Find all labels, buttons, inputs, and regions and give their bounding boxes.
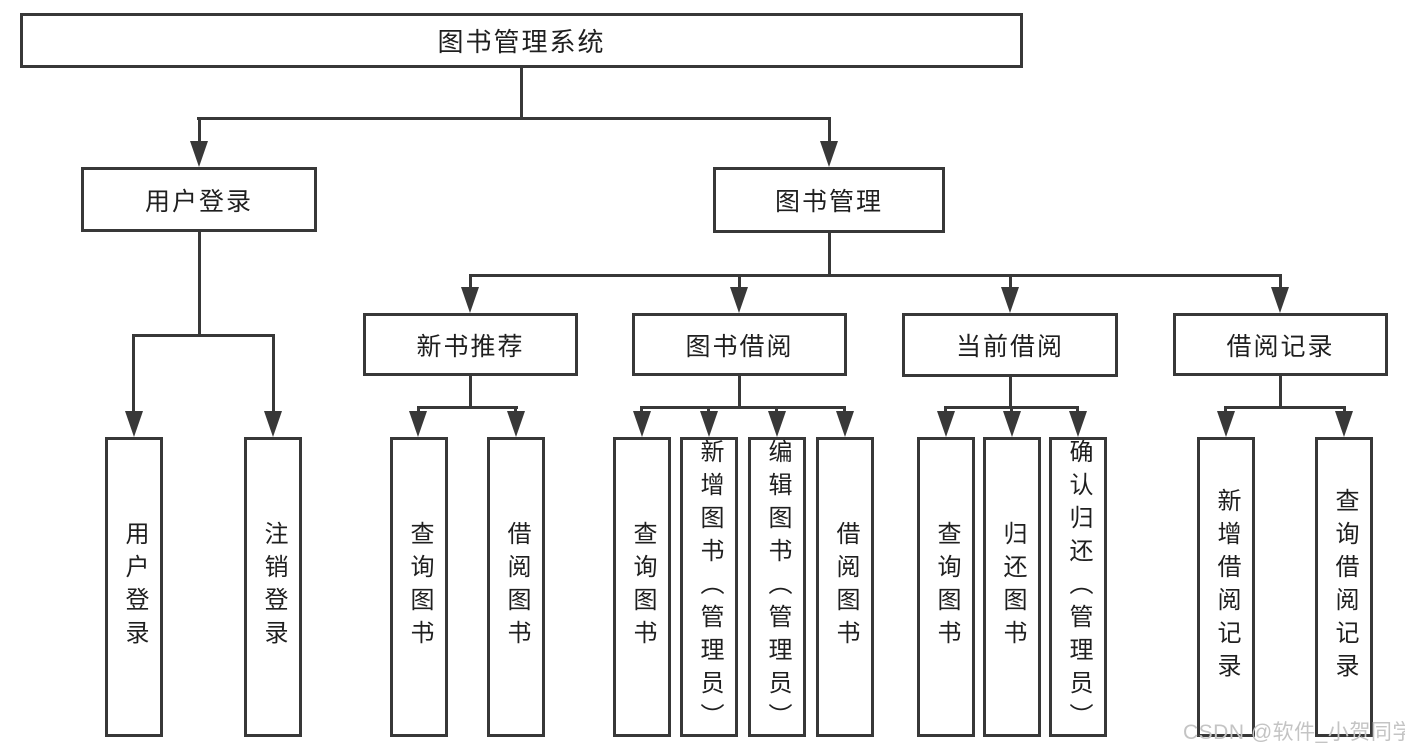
leaf-query-books-current: 查询图书	[917, 437, 975, 737]
leaf-logout-login: 注销登录	[244, 437, 302, 737]
hline	[132, 334, 275, 337]
leaf-label: 查询图书	[629, 521, 656, 653]
arrowhead	[409, 411, 427, 437]
vline	[198, 232, 201, 337]
node-current-borrowing: 当前借阅	[902, 313, 1118, 377]
leaf-query-books-recommend: 查询图书	[390, 437, 448, 737]
arrowhead	[264, 411, 282, 437]
arrow-shaft	[132, 334, 135, 414]
vline	[738, 376, 741, 409]
vline	[828, 233, 831, 277]
arrowhead	[1001, 287, 1019, 313]
node-new-book-recommendation: 新书推荐	[363, 313, 578, 376]
arrow-shaft	[469, 274, 472, 294]
arrowhead	[700, 411, 718, 437]
leaf-label: 借阅图书	[503, 521, 530, 653]
leaf-label: 查询借阅记录	[1331, 488, 1358, 686]
leaf-confirm-return-admin: 确认归还（管理员）	[1049, 437, 1107, 737]
leaf-label: 查询图书	[933, 521, 960, 653]
leaf-add-books-admin: 新增图书（管理员）	[680, 437, 738, 737]
arrowhead	[507, 411, 525, 437]
arrowhead	[190, 141, 208, 167]
leaf-edit-books-admin: 编辑图书（管理员）	[748, 437, 806, 737]
hline	[640, 406, 846, 409]
arrowhead	[836, 411, 854, 437]
arrowhead	[820, 141, 838, 167]
leaf-label: 归还图书	[999, 521, 1026, 653]
leaf-label: 查询图书	[406, 521, 433, 653]
arrowhead	[125, 411, 143, 437]
vline	[1279, 376, 1282, 409]
leaf-label: 编辑图书（管理员）	[764, 438, 791, 736]
leaf-label: 确认归还（管理员）	[1065, 438, 1092, 736]
node-user-login: 用户登录	[81, 167, 317, 232]
leaf-borrow-books-borrowing: 借阅图书	[816, 437, 874, 737]
node-library-system: 图书管理系统	[20, 13, 1023, 68]
hline	[1224, 406, 1346, 409]
node-book-borrowing: 图书借阅	[632, 313, 847, 376]
leaf-borrow-books-recommend: 借阅图书	[487, 437, 545, 737]
leaf-label: 新增图书（管理员）	[696, 438, 723, 736]
hline	[469, 274, 1282, 277]
arrow-shaft	[738, 274, 741, 294]
leaf-label: 用户登录	[121, 521, 148, 653]
vline	[520, 67, 523, 120]
vline	[469, 376, 472, 409]
arrow-shaft	[198, 117, 201, 151]
arrowhead	[1217, 411, 1235, 437]
leaf-user-login: 用户登录	[105, 437, 163, 737]
leaf-label: 注销登录	[260, 521, 287, 653]
leaf-add-borrowing-record: 新增借阅记录	[1197, 437, 1255, 737]
hline	[197, 117, 831, 120]
arrow-shaft	[272, 334, 275, 414]
arrowhead	[1003, 411, 1021, 437]
arrowhead	[633, 411, 651, 437]
leaf-label: 借阅图书	[832, 521, 859, 653]
node-borrowing-records: 借阅记录	[1173, 313, 1388, 376]
arrowhead	[1271, 287, 1289, 313]
arrow-shaft	[1279, 274, 1282, 294]
leaf-query-books-borrowing: 查询图书	[613, 437, 671, 737]
csdn-watermark: CSDN @软件_小贺同学	[1183, 721, 1405, 744]
leaf-query-borrowing-record: 查询借阅记录	[1315, 437, 1373, 737]
arrow-shaft	[828, 117, 831, 151]
arrowhead	[1069, 411, 1087, 437]
arrowhead	[461, 287, 479, 313]
arrowhead	[1335, 411, 1353, 437]
leaf-label: 新增借阅记录	[1213, 488, 1240, 686]
arrow-shaft	[1009, 274, 1012, 294]
node-book-management: 图书管理	[713, 167, 945, 233]
hline	[417, 406, 518, 409]
vline	[1009, 377, 1012, 409]
arrowhead	[768, 411, 786, 437]
leaf-return-books: 归还图书	[983, 437, 1041, 737]
arrowhead	[937, 411, 955, 437]
arrowhead	[730, 287, 748, 313]
